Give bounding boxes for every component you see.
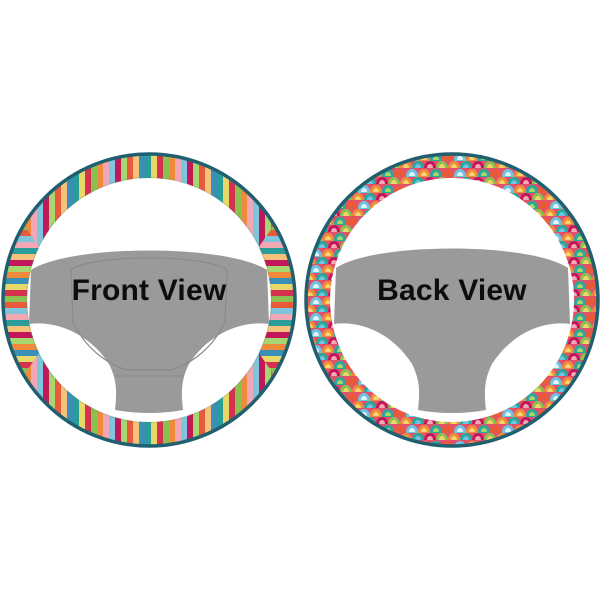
front-view-steering-wheel-cover: Front View [1,152,297,448]
front-view-label: Front View [71,274,227,307]
back-view-steering-wheel-cover: Back View [304,152,600,448]
outer-rim [1,152,297,448]
hub-spokes [334,248,570,413]
back-wheel-graphic [304,152,600,448]
back-view-label: Back View [377,274,527,307]
front-wheel-graphic [1,152,297,448]
hub-spokes [29,250,269,413]
outer-rim [304,152,600,448]
